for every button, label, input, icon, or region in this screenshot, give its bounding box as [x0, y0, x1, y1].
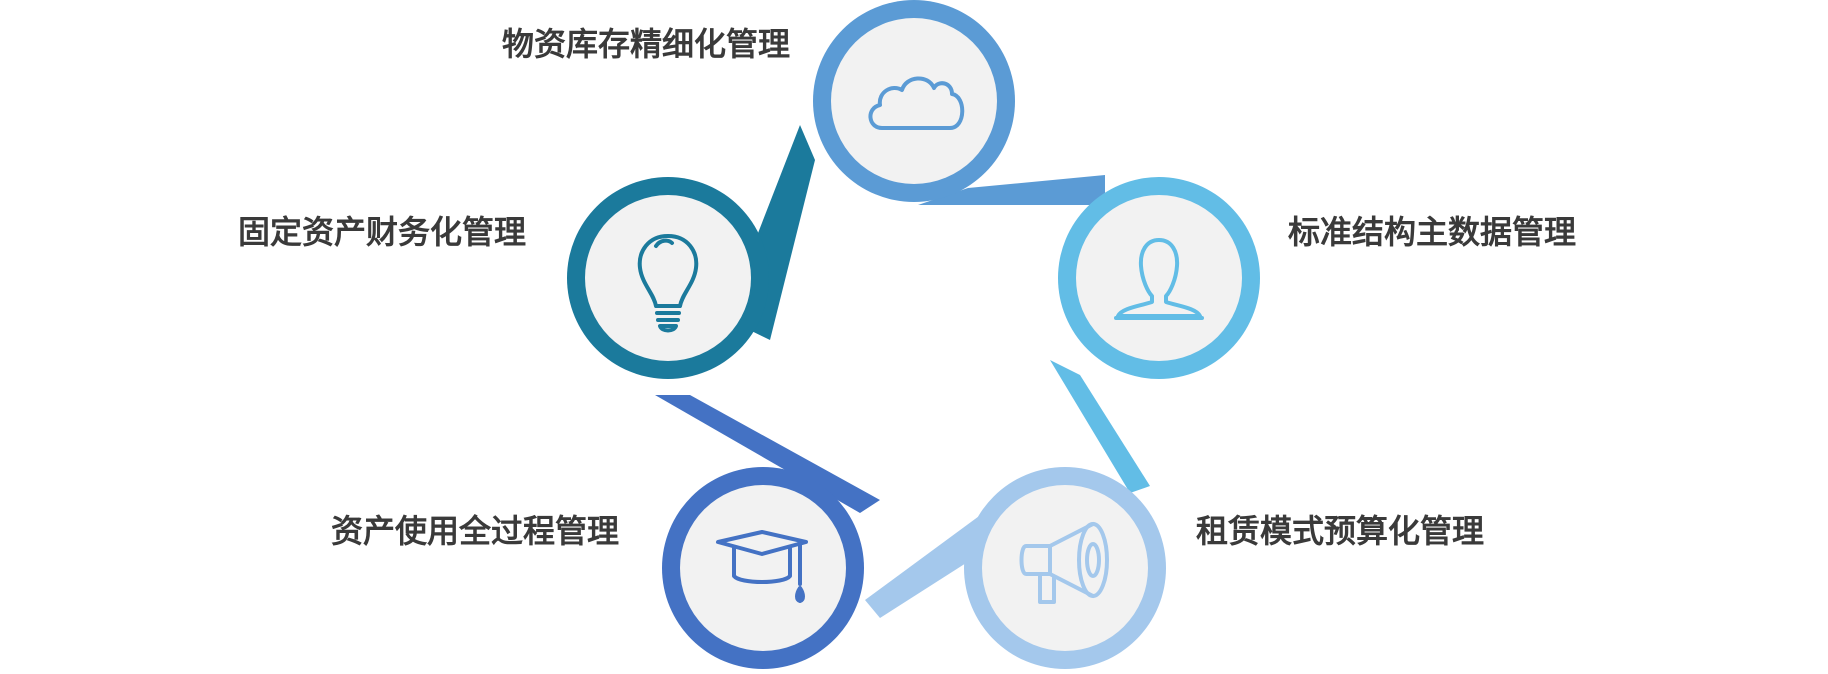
connector-lifecycle-to-fixed-assets: [655, 395, 880, 513]
node-master-data: [1058, 177, 1260, 379]
node-lease-budget: [964, 467, 1166, 669]
label-master-data: 标准结构主数据管理: [1288, 213, 1577, 251]
label-lease-budget: 租赁模式预算化管理: [1196, 512, 1485, 550]
connector-master-data-to-lease-budget: [1050, 360, 1150, 493]
label-fixed-assets: 固定资产财务化管理: [238, 213, 527, 251]
connector-inventory-to-master-data: [918, 175, 1105, 205]
label-lifecycle: 资产使用全过程管理: [331, 512, 620, 550]
user-icon: [1114, 238, 1204, 320]
megaphone-icon: [1019, 522, 1109, 604]
lightbulb-icon: [637, 234, 699, 333]
label-inventory: 物资库存精细化管理: [502, 25, 791, 63]
node-lifecycle: [662, 467, 864, 669]
node-fixed-assets: [567, 177, 769, 379]
cloud-icon: [868, 76, 965, 130]
graduation-cap-icon: [716, 530, 808, 603]
node-inventory: [813, 0, 1015, 202]
